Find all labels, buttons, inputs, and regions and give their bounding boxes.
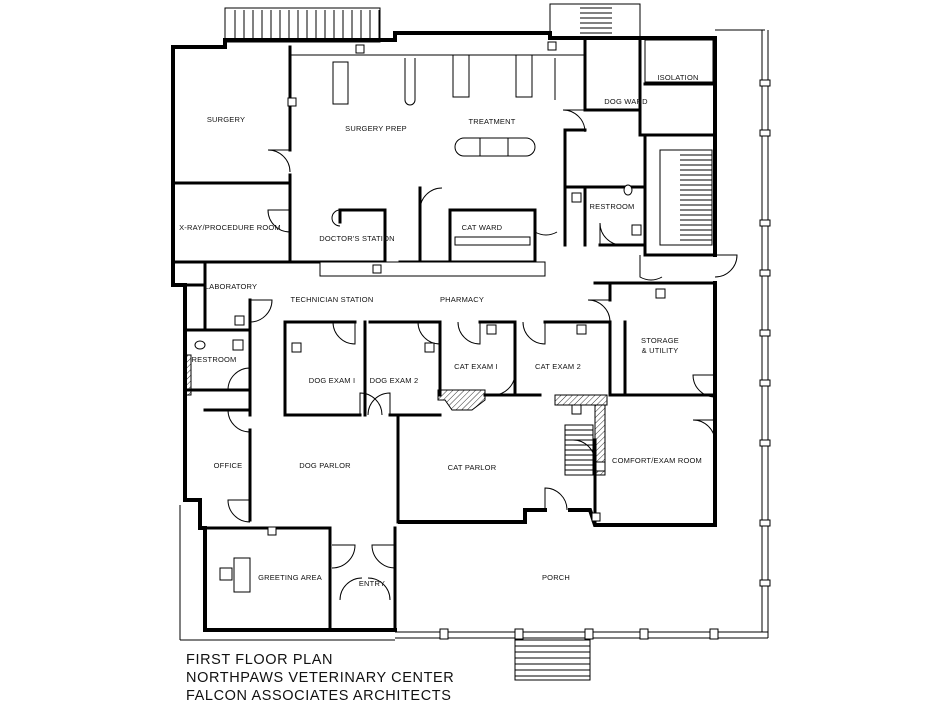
porch-railing <box>179 29 771 681</box>
label-comfort-exam: COMFORT/EXAM ROOM <box>612 456 702 465</box>
title-block: FIRST FLOOR PLAN NORTHPAWS VETERINARY CE… <box>186 651 454 705</box>
label-technician-station: TECHNICIAN STATION <box>291 295 374 304</box>
label-cat-parlor: CAT PARLOR <box>448 463 497 472</box>
label-cat-exam-1: CAT EXAM I <box>454 362 498 371</box>
label-restroom-lower: RESTROOM <box>192 355 237 364</box>
title-line-plan: FIRST FLOOR PLAN <box>186 652 334 668</box>
exterior-walls <box>171 31 717 632</box>
fixtures <box>194 41 666 593</box>
interior-walls <box>171 36 717 632</box>
label-pharmacy: PHARMACY <box>440 295 484 304</box>
label-cat-ward: CAT WARD <box>462 223 503 232</box>
hatched-casework <box>184 354 486 411</box>
label-xray: X-RAY/PROCEDURE ROOM <box>179 223 281 232</box>
label-dog-exam-1: DOG EXAM I <box>309 376 356 385</box>
label-dog-ward: DOG WARD <box>604 97 648 106</box>
label-isolation: ISOLATION <box>657 73 698 82</box>
label-dog-parlor: DOG PARLOR <box>299 461 351 470</box>
label-restroom-upper: RESTROOM <box>590 202 635 211</box>
label-surgery-prep: SURGERY PREP <box>345 124 407 133</box>
label-utility: & UTILITY <box>642 346 679 355</box>
door-swings <box>227 109 738 601</box>
label-office: OFFICE <box>214 461 243 470</box>
label-surgery: SURGERY <box>207 115 245 124</box>
interior-stair <box>554 149 713 476</box>
label-treatment: TREATMENT <box>468 117 515 126</box>
label-greeting-area: GREETING AREA <box>258 573 322 582</box>
label-doctors-station: DOCTOR'S STATION <box>319 234 394 243</box>
label-dog-exam-2: DOG EXAM 2 <box>370 376 419 385</box>
label-entry: ENTRY <box>359 579 385 588</box>
title-line-project: NORTHPAWS VETERINARY CENTER <box>186 670 455 686</box>
label-storage: STORAGE <box>641 336 679 345</box>
top-stair <box>224 3 641 43</box>
label-cat-exam-2: CAT EXAM 2 <box>535 362 581 371</box>
room-labels: SURGERY SURGERY PREP TREATMENT DOG WARD … <box>179 73 702 588</box>
label-laboratory: LABORATORY <box>205 282 257 291</box>
title-line-architect: FALCON ASSOCIATES ARCHITECTS <box>186 688 452 704</box>
label-porch: PORCH <box>542 573 570 582</box>
